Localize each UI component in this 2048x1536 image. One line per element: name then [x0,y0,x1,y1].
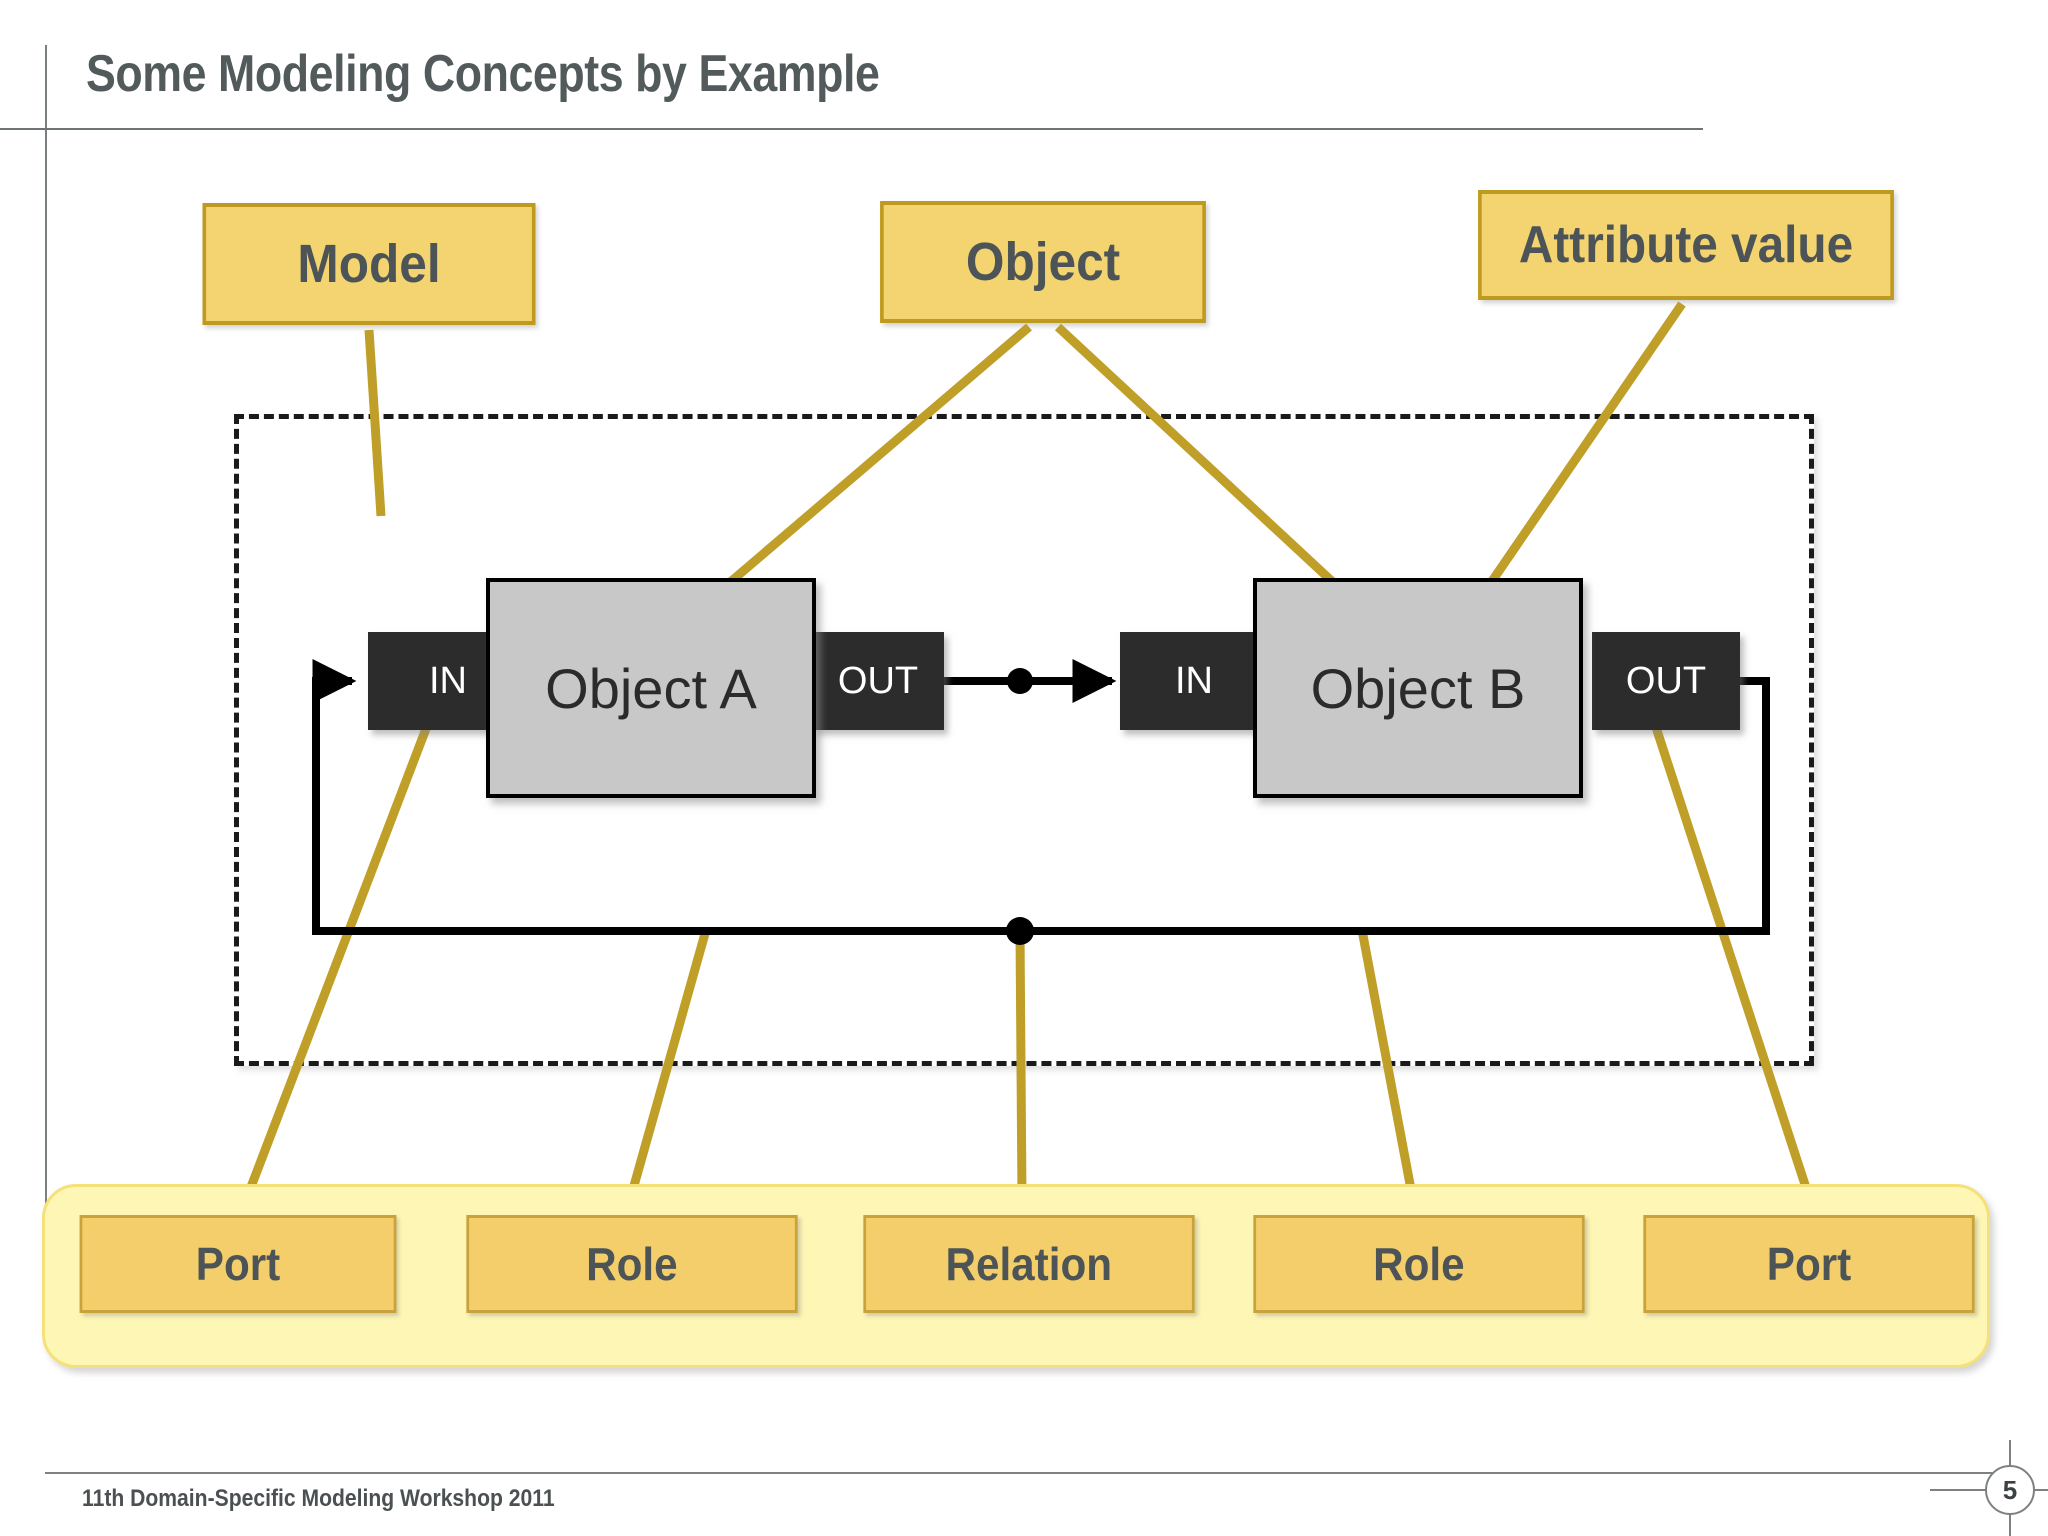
footer-rule [45,1472,2000,1474]
callout-object[interactable]: Object [880,201,1206,323]
legend-item-role-left[interactable]: Role [466,1215,798,1313]
legend-label: Port [195,1238,281,1290]
page-number-tick-up [2009,1440,2011,1467]
port-object-a-out[interactable]: OUT [812,632,944,730]
callout-attribute-value[interactable]: Attribute value [1478,190,1894,300]
object-b-box[interactable]: Object B [1253,578,1583,798]
page-number-tick-left [1930,1489,1987,1491]
legend-label: Role [1373,1238,1465,1290]
port-object-b-in[interactable]: IN [1120,632,1268,730]
callout-model[interactable]: Model [202,203,536,325]
legend-item-port-right[interactable]: Port [1643,1215,1975,1313]
callout-object-label: Object [965,232,1121,292]
callout-attribute-value-label: Attribute value [1518,216,1854,274]
legend-item-port-left[interactable]: Port [79,1215,397,1313]
header-vertical-rule [45,45,47,1305]
footer-text: 11th Domain-Specific Modeling Workshop 2… [82,1485,555,1512]
port-object-b-out[interactable]: OUT [1592,632,1740,730]
page-number-badge: 5 [1985,1465,2035,1515]
legend-label: Port [1766,1238,1852,1290]
legend-label: Role [586,1238,678,1290]
legend-item-relation[interactable]: Relation [863,1215,1195,1313]
page-number-tick-down [2009,1514,2011,1536]
callout-model-label: Model [297,234,441,294]
object-a-box[interactable]: Object A [486,578,816,798]
legend-item-role-right[interactable]: Role [1253,1215,1585,1313]
page-title: Some Modeling Concepts by Example [86,45,880,103]
page-number-tick-right [2033,1489,2048,1491]
legend-label: Relation [945,1238,1113,1290]
header-horizontal-rule [0,128,1703,130]
